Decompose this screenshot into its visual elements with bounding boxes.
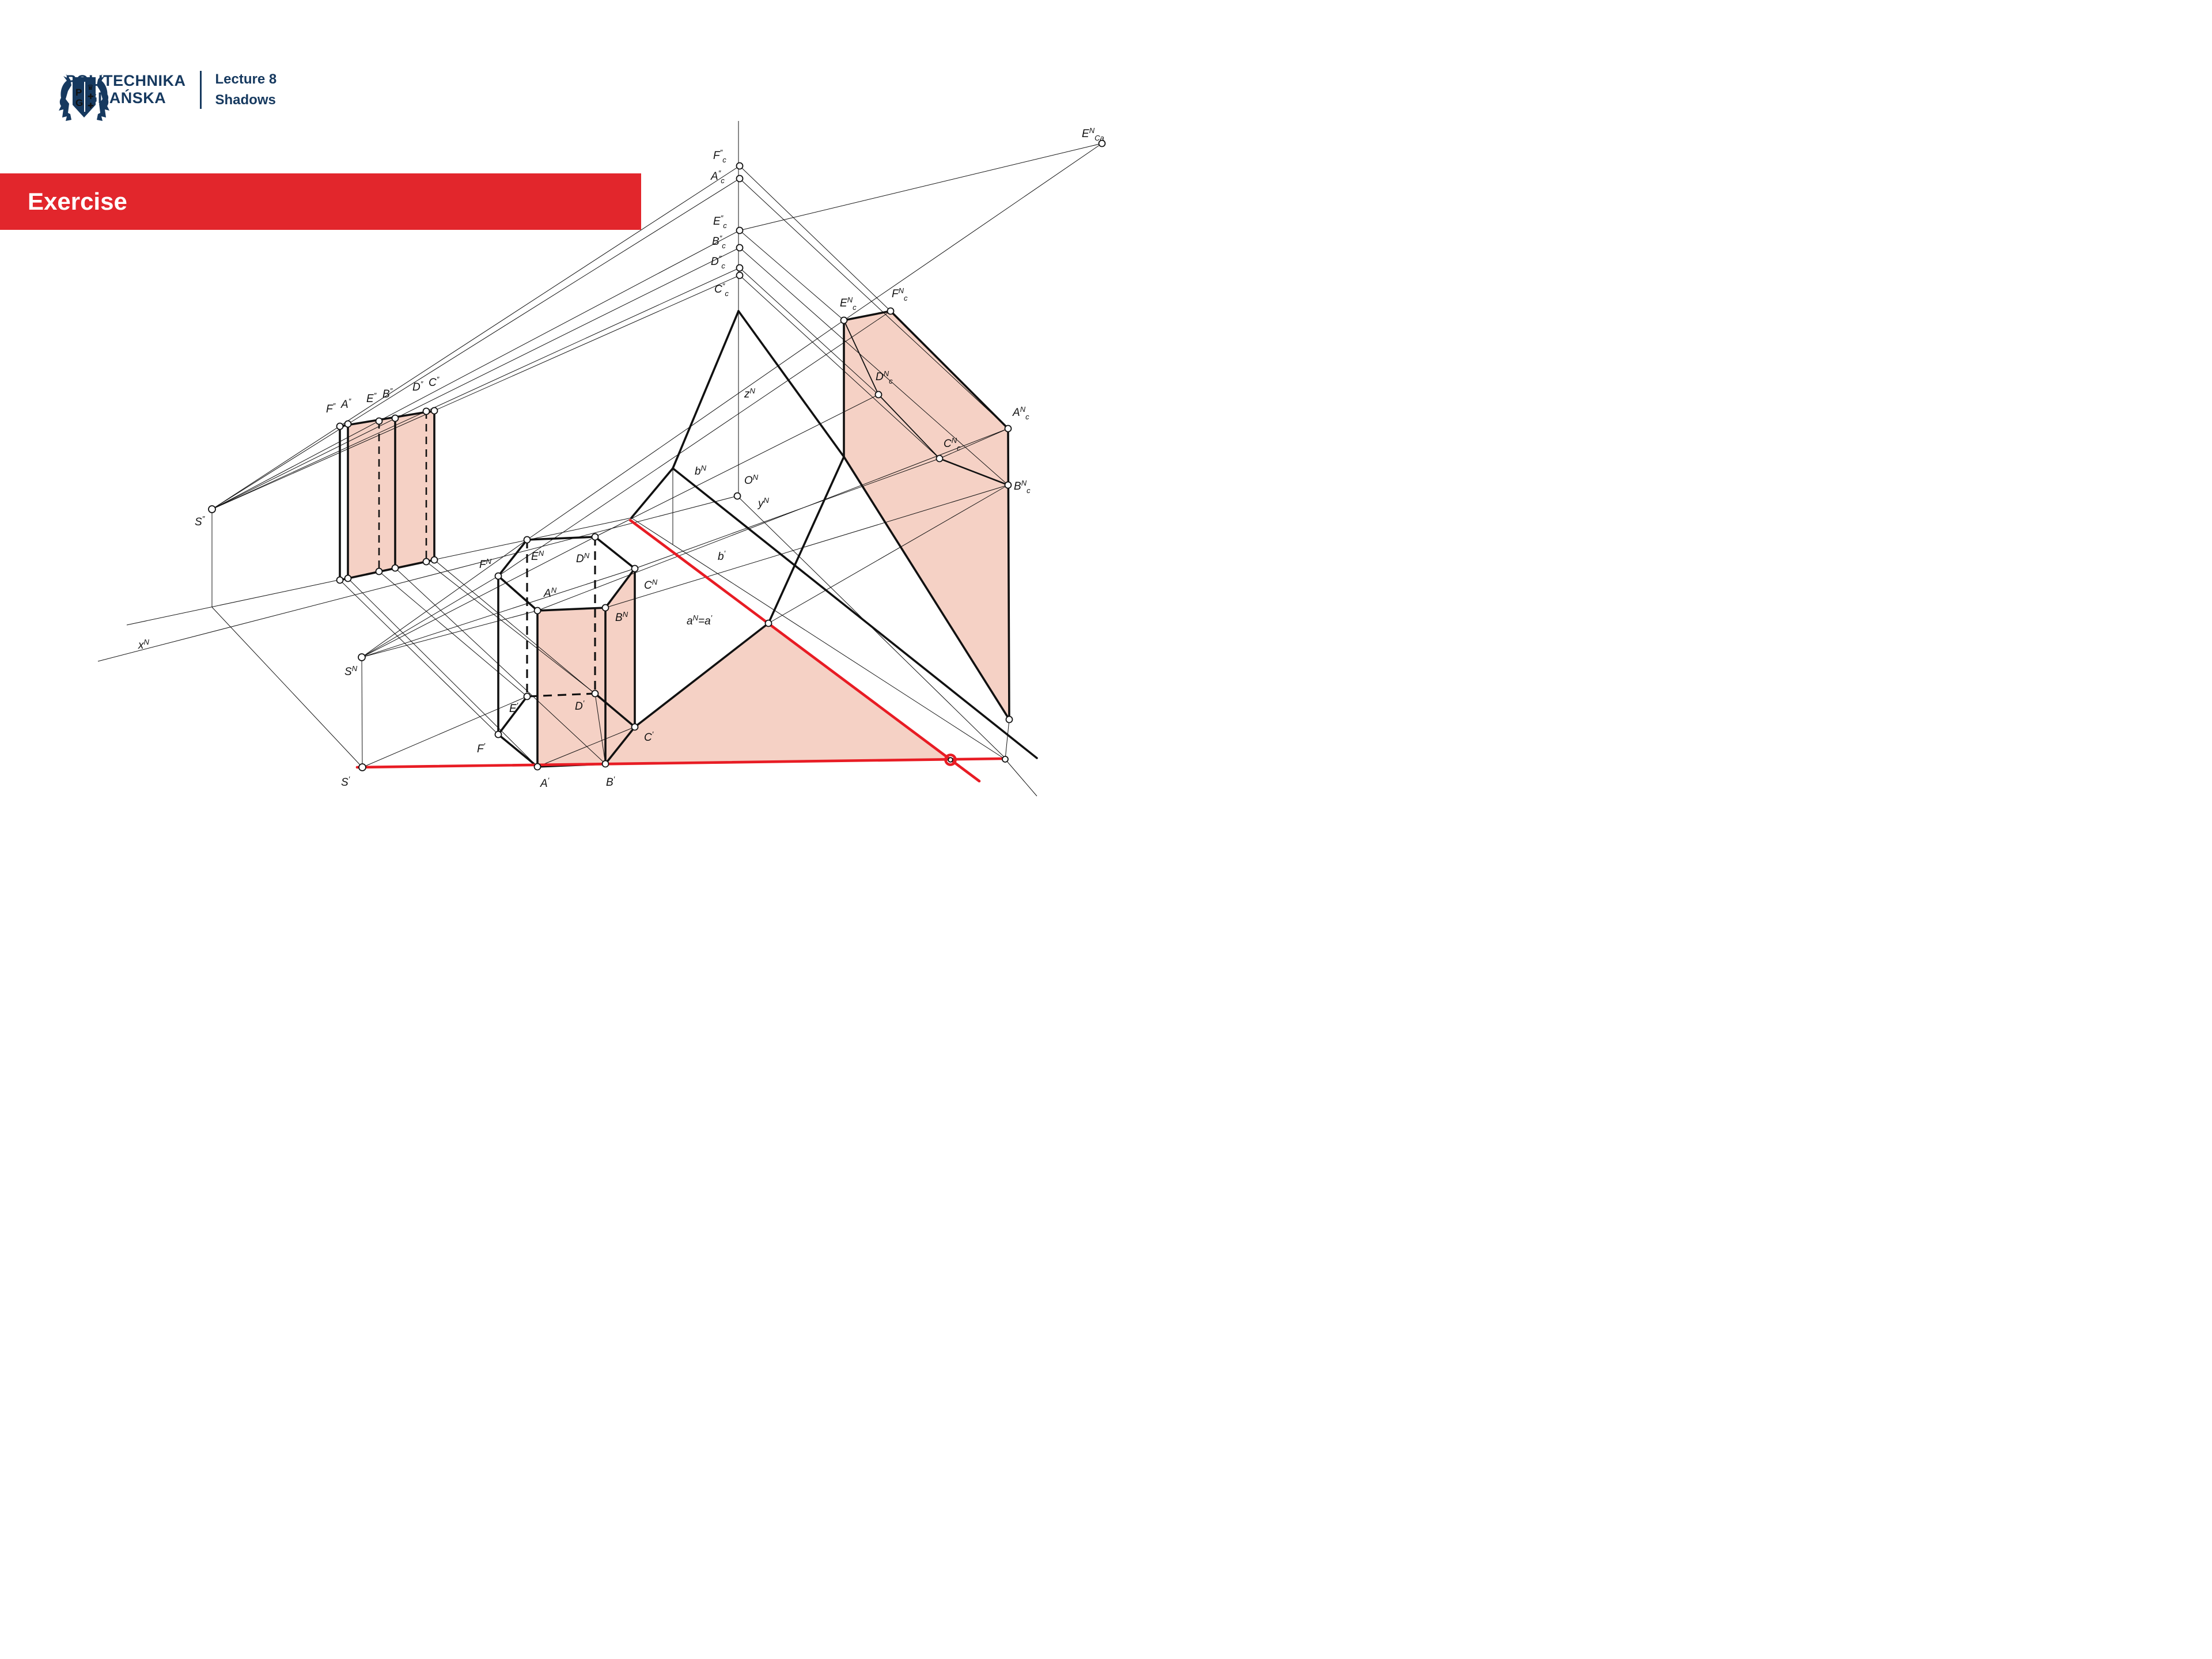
wall-right-edge: [737, 310, 845, 458]
label-F1: F′: [477, 741, 486, 755]
label-F2c: F″c: [713, 148, 726, 164]
lecture-number: Lecture 8: [215, 71, 277, 87]
svg-text:✚: ✚: [88, 101, 94, 110]
label-E2c: E″c: [713, 214, 727, 230]
label-b1: b′: [718, 549, 726, 563]
slide: F″c A″c E″c B″c D″c C″c ENCa ENc FNc DNc…: [0, 0, 1106, 830]
label-CN: CN: [644, 578, 658, 592]
label-E1: E′: [509, 701, 518, 715]
label-D2c: D″c: [711, 254, 725, 270]
svg-text:♛: ♛: [87, 83, 94, 92]
label-B1: B′: [606, 775, 615, 789]
prism-face-AB-fill: [537, 608, 605, 767]
diagram-labels: F″c A″c E″c B″c D″c C″c ENCa ENc FNc DNc…: [138, 126, 1104, 790]
label-ENc: ENc: [840, 296, 857, 312]
label-B2: B″: [382, 387, 393, 400]
ray-a-line: [628, 518, 981, 783]
shadow-fills: [348, 311, 1009, 767]
lecture-topic: Shadows: [215, 92, 276, 108]
label-yN: yN: [757, 496, 770, 510]
label-C1: C′: [644, 730, 654, 744]
university-logo: P G ♛ ✚ ✚ POLITECHNIKA GDAŃSKA Lecture 8…: [58, 69, 277, 121]
label-AN: AN: [543, 586, 557, 600]
ground-ray-s-line: [355, 757, 1004, 769]
x-axis: [97, 495, 738, 662]
label-S2: S″: [195, 514, 205, 528]
line-bN: [672, 467, 1038, 759]
geometry-drawing: F″c A″c E″c B″c D″c C″c ENCa ENc FNc DNc…: [97, 121, 1106, 797]
label-SN: SN: [344, 664, 358, 678]
light-ray-lines: [355, 518, 1004, 783]
header-divider: [199, 71, 202, 109]
label-bN: bN: [695, 464, 707, 478]
university-crest-icon: P G ♛ ✚ ✚: [59, 74, 109, 121]
university-name-line2: GDAŃSKA: [85, 89, 166, 107]
point-markers: [208, 139, 1106, 771]
right-shadow-inner-edges: [843, 320, 1009, 486]
label-E2: E″: [366, 391, 377, 405]
label-aNa1: aN=a′: [687, 613, 713, 627]
ground-shadow-fill: [537, 623, 950, 767]
foot-to-s1-line: [211, 607, 363, 768]
wall-shadow-strip-fill: [348, 411, 434, 578]
label-FNc: FNc: [892, 286, 908, 302]
label-A1: A′: [540, 776, 550, 790]
label-D2: D″: [412, 380, 423, 393]
slide-header: P G ♛ ✚ ✚ POLITECHNIKA GDAŃSKA Lecture 8…: [0, 0, 1106, 138]
label-ON: ON: [744, 473, 759, 487]
label-zN: zN: [744, 387, 756, 400]
label-DNc: DNc: [876, 369, 893, 385]
svg-text:G: G: [75, 97, 83, 108]
svg-text:✚: ✚: [88, 92, 94, 101]
label-BNc: BNc: [1014, 479, 1031, 495]
label-ENCa: ENCa: [1082, 126, 1104, 142]
label-F2: F″: [326, 402, 336, 415]
label-A2: A″: [340, 397, 351, 411]
label-EN: EN: [531, 549, 544, 563]
label-CNc: CNc: [944, 436, 961, 452]
construction-lines: [97, 121, 1103, 797]
label-FN: FN: [479, 557, 492, 571]
label-ANc: ANc: [1012, 405, 1029, 421]
label-C2: C″: [429, 375, 440, 389]
label-D1: D′: [575, 699, 585, 713]
prism-hidden-edges: [526, 537, 596, 698]
wall-left-edge: [672, 310, 740, 469]
svg-text:P: P: [75, 87, 82, 98]
label-C2c: C″c: [714, 282, 729, 298]
b-prime-line: [631, 517, 1006, 760]
prism-face-BC-fill: [605, 569, 635, 764]
right-plane-shadow-fill: [844, 311, 1009, 719]
label-B2c: B″c: [712, 234, 726, 250]
lecture-title: Lecture 8 Shadows: [215, 69, 277, 111]
label-BN: BN: [615, 610, 628, 624]
red-ring-marker: [944, 753, 957, 766]
label-A2c: A″c: [710, 169, 725, 185]
label-DN: DN: [576, 551, 590, 565]
section-title: Exercise: [28, 188, 127, 215]
label-xN: xN: [138, 638, 150, 652]
label-S1: S′: [341, 775, 350, 789]
section-banner: Exercise: [0, 173, 641, 230]
